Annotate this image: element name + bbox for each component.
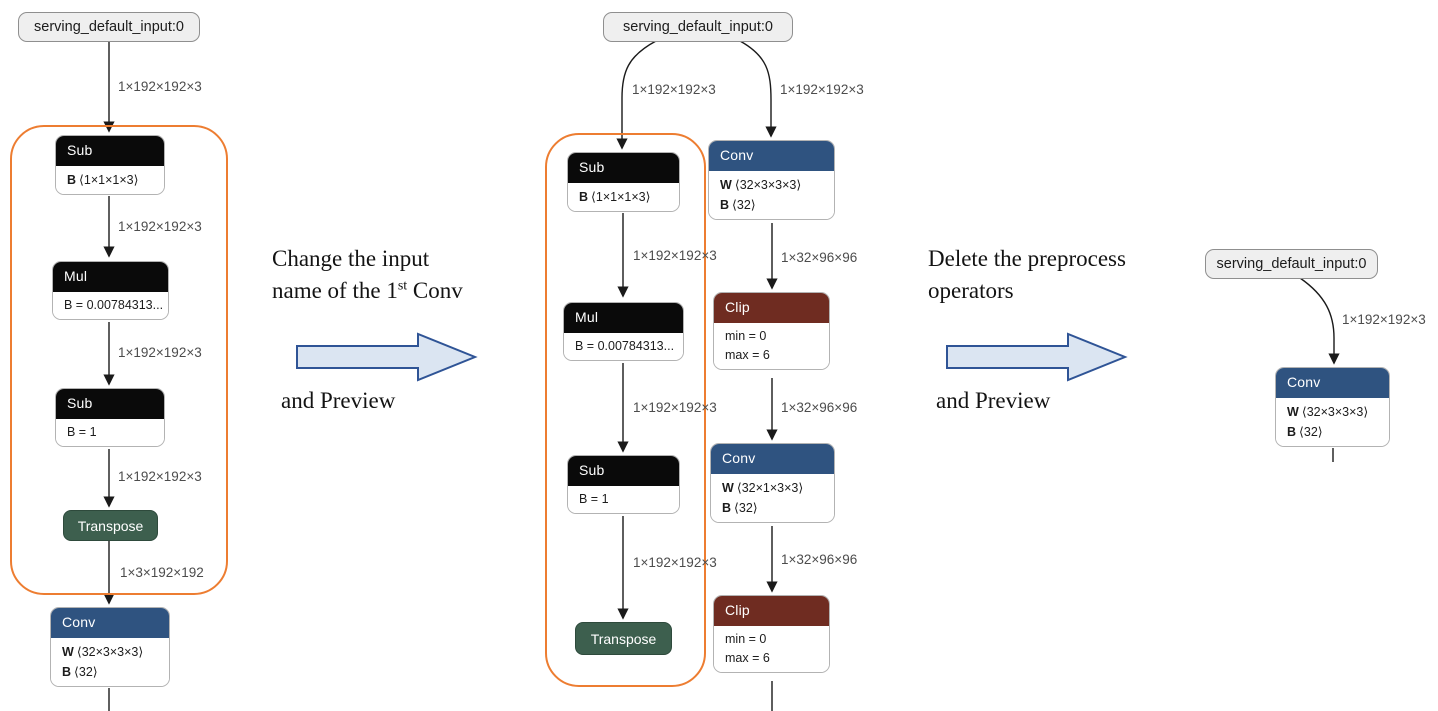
tensor-shape-label: 1×32×96×96 — [781, 552, 858, 567]
node-conv[interactable]: Conv W⟨32×3×3×3⟩ B⟨32⟩ — [1275, 367, 1390, 447]
annotation-step1-line1: Change the input — [272, 246, 430, 271]
node-attr: W⟨32×3×3×3⟩ — [720, 178, 802, 192]
node-attr: W⟨32×3×3×3⟩ — [1287, 405, 1369, 419]
input-node[interactable]: serving_default_input:0 — [603, 12, 793, 42]
node-clip[interactable]: Clip min = 0 max = 6 — [713, 292, 830, 370]
node-attr: B⟨32⟩ — [722, 501, 758, 515]
node-title: Mul — [564, 303, 683, 333]
edge — [739, 40, 777, 138]
node-title: Transpose — [590, 630, 657, 647]
tensor-shape-label: 1×192×192×3 — [633, 248, 717, 263]
tensor-shape-label: 1×192×192×3 — [633, 555, 717, 570]
annotation-step1-line3: and Preview — [281, 388, 396, 413]
preprocess-group-outline-middle — [545, 133, 706, 687]
input-node-label: serving_default_input:0 — [1216, 256, 1367, 272]
node-attr: min = 0 — [725, 329, 767, 343]
node-mul[interactable]: Mul B = 0.00784313... — [563, 302, 684, 361]
node-attr: B = 1 — [579, 492, 609, 506]
node-sub[interactable]: Sub B = 1 — [55, 388, 165, 447]
node-attr: B⟨32⟩ — [62, 665, 98, 679]
input-node[interactable]: serving_default_input:0 — [18, 12, 200, 42]
node-title: Sub — [56, 389, 164, 419]
annotation-step2-line1: Delete the preprocess — [928, 246, 1126, 271]
node-conv[interactable]: Conv W⟨32×3×3×3⟩ B⟨32⟩ — [708, 140, 835, 220]
node-title: Clip — [714, 293, 829, 323]
tensor-shape-label: 1×192×192×3 — [118, 469, 202, 484]
node-attr: W⟨32×3×3×3⟩ — [62, 645, 144, 659]
node-attr: B = 0.00784313... — [64, 298, 164, 312]
node-attr: max = 6 — [725, 348, 770, 362]
node-title: Sub — [568, 456, 679, 486]
tensor-shape-label: 1×192×192×3 — [118, 219, 202, 234]
node-transpose[interactable]: Transpose — [63, 510, 158, 541]
tensor-shape-label: 1×3×192×192 — [120, 565, 204, 580]
tensor-shape-label: 1×192×192×3 — [780, 82, 864, 97]
tensor-shape-label: 1×192×192×3 — [118, 79, 202, 94]
transform-arrow — [296, 332, 478, 382]
node-sub[interactable]: Sub B⟨1×1×1×3⟩ — [567, 152, 680, 212]
node-sub[interactable]: Sub B⟨1×1×1×3⟩ — [55, 135, 165, 195]
node-attr: B = 1 — [67, 425, 97, 439]
node-mul[interactable]: Mul B = 0.00784313... — [52, 261, 169, 320]
tensor-shape-label: 1×192×192×3 — [1342, 312, 1426, 327]
annotation-step2-line3: and Preview — [936, 388, 1051, 413]
tensor-shape-label: 1×192×192×3 — [633, 400, 717, 415]
node-title: Clip — [714, 596, 829, 626]
node-title: Conv — [709, 141, 834, 171]
node-attr: B = 0.00784313... — [575, 339, 675, 353]
input-node[interactable]: serving_default_input:0 — [1205, 249, 1378, 279]
node-attr: B⟨1×1×1×3⟩ — [67, 173, 139, 187]
node-clip[interactable]: Clip min = 0 max = 6 — [713, 595, 830, 673]
tensor-shape-label: 1×192×192×3 — [632, 82, 716, 97]
node-conv[interactable]: Conv W⟨32×1×3×3⟩ B⟨32⟩ — [710, 443, 835, 523]
edge — [1299, 277, 1340, 365]
node-title: Transpose — [77, 517, 144, 534]
node-attr: B⟨1×1×1×3⟩ — [579, 190, 651, 204]
node-title: Conv — [711, 444, 834, 474]
node-conv[interactable]: Conv W⟨32×3×3×3⟩ B⟨32⟩ — [50, 607, 170, 687]
tensor-shape-label: 1×32×96×96 — [781, 400, 858, 415]
node-attr: W⟨32×1×3×3⟩ — [722, 481, 804, 495]
annotation-step2-line2: operators — [928, 278, 1014, 303]
node-transpose[interactable]: Transpose — [575, 622, 672, 655]
node-title: Conv — [1276, 368, 1389, 398]
annotation-step1-line2: name of the 1st Conv — [272, 278, 463, 303]
node-attr: max = 6 — [725, 651, 770, 665]
node-title: Sub — [56, 136, 164, 166]
edge — [616, 40, 657, 150]
transform-arrow — [946, 332, 1128, 382]
tensor-shape-label: 1×32×96×96 — [781, 250, 858, 265]
input-node-label: serving_default_input:0 — [623, 19, 773, 35]
preprocess-group-outline-left — [10, 125, 228, 595]
tensor-shape-label: 1×192×192×3 — [118, 345, 202, 360]
node-title: Sub — [568, 153, 679, 183]
input-node-label: serving_default_input:0 — [34, 19, 184, 35]
node-attr: min = 0 — [725, 632, 767, 646]
node-attr: B⟨32⟩ — [1287, 425, 1323, 439]
node-sub[interactable]: Sub B = 1 — [567, 455, 680, 514]
node-title: Conv — [51, 608, 169, 638]
node-attr: B⟨32⟩ — [720, 198, 756, 212]
node-title: Mul — [53, 262, 168, 292]
